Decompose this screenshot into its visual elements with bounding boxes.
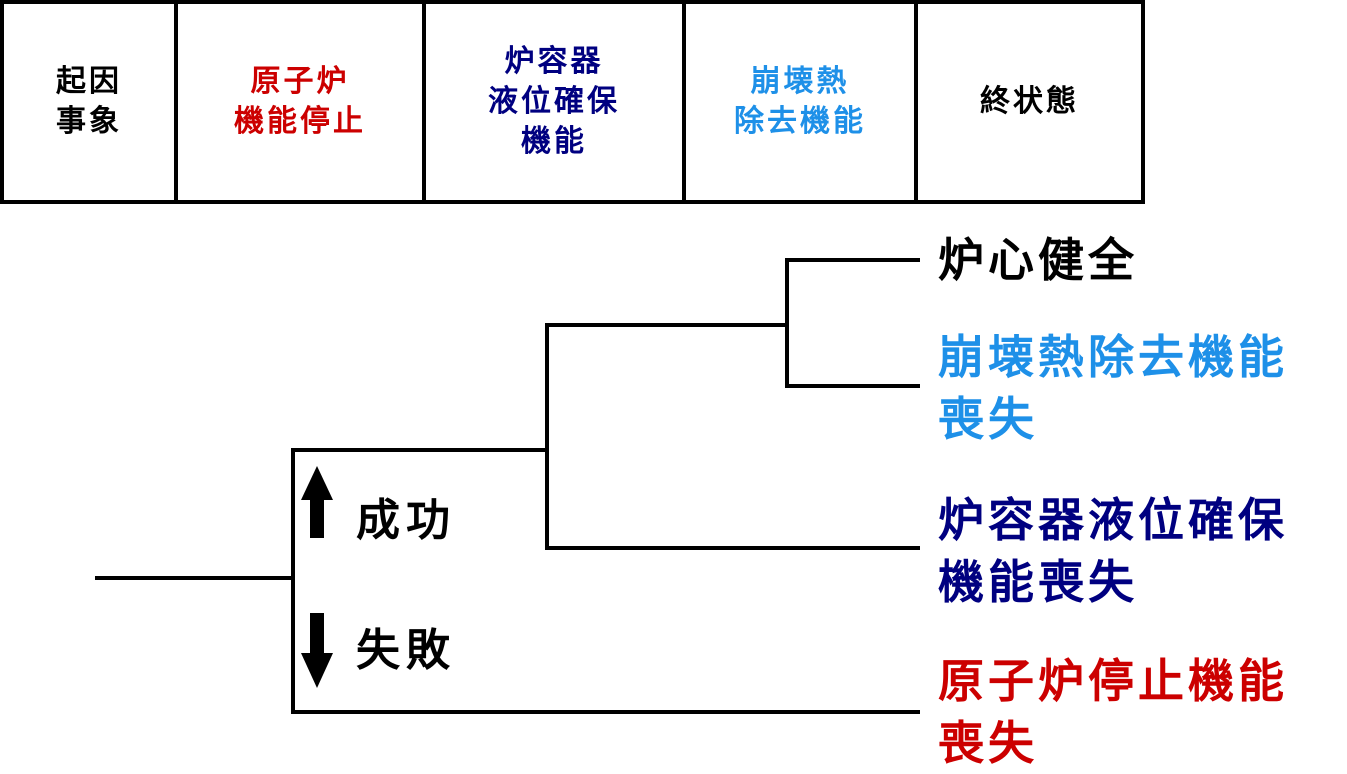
down-arrow-icon [301, 613, 333, 688]
header-decay-heat-removal-label: 崩壊熱 除去機能 [734, 64, 866, 139]
header-end-state-label: 終状態 [980, 84, 1079, 119]
end-state-decay-heat-loss: 崩壊熱除去機能 喪失 [938, 330, 1288, 446]
header-reactor-shutdown: 原子炉 機能停止 [174, 0, 426, 204]
end-state-core-intact: 炉心健全 [938, 233, 1138, 287]
header-vessel-level-label: 炉容器 液位確保 機能 [488, 44, 620, 159]
event-tree-header: 起因 事象 原子炉 機能停止 炉容器 液位確保 機能 崩壊熱 除去機能 終状態 [0, 0, 1145, 204]
header-vessel-level: 炉容器 液位確保 機能 [422, 0, 686, 204]
end-state-shutdown-loss: 原子炉停止機能 喪失 [938, 654, 1288, 770]
legend-success-label: 成功 [356, 495, 456, 546]
header-reactor-shutdown-label: 原子炉 機能停止 [234, 64, 366, 139]
end-state-vessel-level-loss: 炉容器液位確保 機能喪失 [938, 493, 1288, 609]
header-end-state: 終状態 [914, 0, 1145, 204]
up-arrow-icon [301, 466, 333, 538]
header-decay-heat-removal: 崩壊熱 除去機能 [682, 0, 918, 204]
header-initiating-event: 起因 事象 [0, 0, 178, 204]
legend-failure-label: 失敗 [356, 625, 456, 676]
header-initiating-event-label: 起因 事象 [56, 64, 122, 139]
